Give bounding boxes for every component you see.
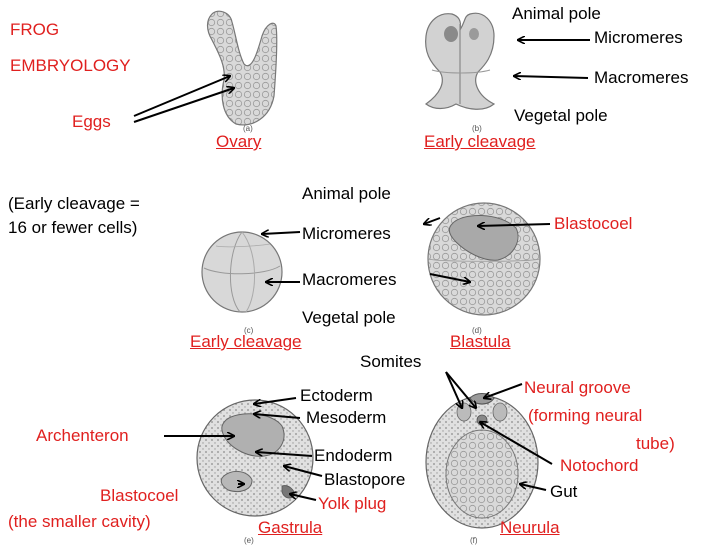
panel-b-caption: (b) bbox=[472, 124, 482, 133]
mesoderm-label: Mesoderm bbox=[306, 408, 387, 427]
vegetal-pole-label-c: Vegetal pole bbox=[302, 308, 396, 327]
panel-e-caption: (e) bbox=[244, 536, 254, 545]
ovary-drawing bbox=[206, 10, 278, 126]
cleavage-note-line-2: 16 or fewer cells) bbox=[8, 218, 138, 237]
early-cleavage-sphere-drawing bbox=[201, 231, 283, 313]
notochord-label: Notochord bbox=[560, 456, 639, 475]
blastocoel-label-e-line-2: (the smaller cavity) bbox=[8, 512, 151, 531]
macromeres-label-b: Macromeres bbox=[594, 68, 689, 87]
ectoderm-label: Ectoderm bbox=[300, 386, 373, 405]
slide-title-line-1: FROG bbox=[10, 20, 60, 39]
neural-groove-label-line-3: tube) bbox=[636, 434, 675, 453]
micromeres-label-b: Micromeres bbox=[594, 28, 683, 47]
slide-title-line-2: EMBRYOLOGY bbox=[10, 56, 131, 75]
eggs-label: Eggs bbox=[72, 112, 111, 131]
label-arrows bbox=[133, 40, 590, 501]
early-cleavage-stage-label-c: Early cleavage bbox=[190, 332, 302, 351]
neurula-stage-label: Neurula bbox=[500, 518, 560, 537]
blastula-drawing bbox=[427, 202, 541, 316]
animal-pole-label-c: Animal pole bbox=[302, 184, 391, 203]
panel-f-caption: (f) bbox=[470, 536, 478, 545]
panel-c-caption: (c) bbox=[244, 326, 254, 335]
neural-groove-label-line-2: (forming neural bbox=[528, 406, 643, 425]
blastopore-label: Blastopore bbox=[324, 470, 406, 489]
animal-pole-label-b: Animal pole bbox=[512, 4, 601, 23]
gastrula-stage-label: Gastrula bbox=[258, 518, 323, 537]
neural-groove-label-line-1: Neural groove bbox=[524, 378, 631, 397]
endoderm-label: Endoderm bbox=[314, 446, 393, 465]
archenteron-label: Archenteron bbox=[36, 426, 129, 445]
panel-a-caption: (a) bbox=[243, 124, 253, 133]
panel-d-caption: (d) bbox=[472, 326, 482, 335]
early-cleavage-section-drawing bbox=[424, 12, 496, 110]
blastocoel-label-e-line-1: Blastocoel bbox=[100, 486, 179, 505]
gut-label: Gut bbox=[550, 482, 578, 501]
neurula-drawing bbox=[425, 393, 539, 529]
macromeres-label-c: Macromeres bbox=[302, 270, 397, 289]
gastrula-drawing bbox=[196, 399, 314, 517]
cleavage-note-line-1: (Early cleavage = bbox=[8, 194, 140, 213]
micromeres-label-c: Micromeres bbox=[302, 224, 391, 243]
blastula-stage-label: Blastula bbox=[450, 332, 511, 351]
ovary-stage-label: Ovary bbox=[216, 132, 262, 151]
vegetal-pole-label-b: Vegetal pole bbox=[514, 106, 608, 125]
somites-label: Somites bbox=[360, 352, 422, 371]
yolk-plug-label: Yolk plug bbox=[318, 494, 387, 513]
early-cleavage-stage-label-b: Early cleavage bbox=[424, 132, 536, 151]
blastocoel-label-d: Blastocoel bbox=[554, 214, 633, 233]
